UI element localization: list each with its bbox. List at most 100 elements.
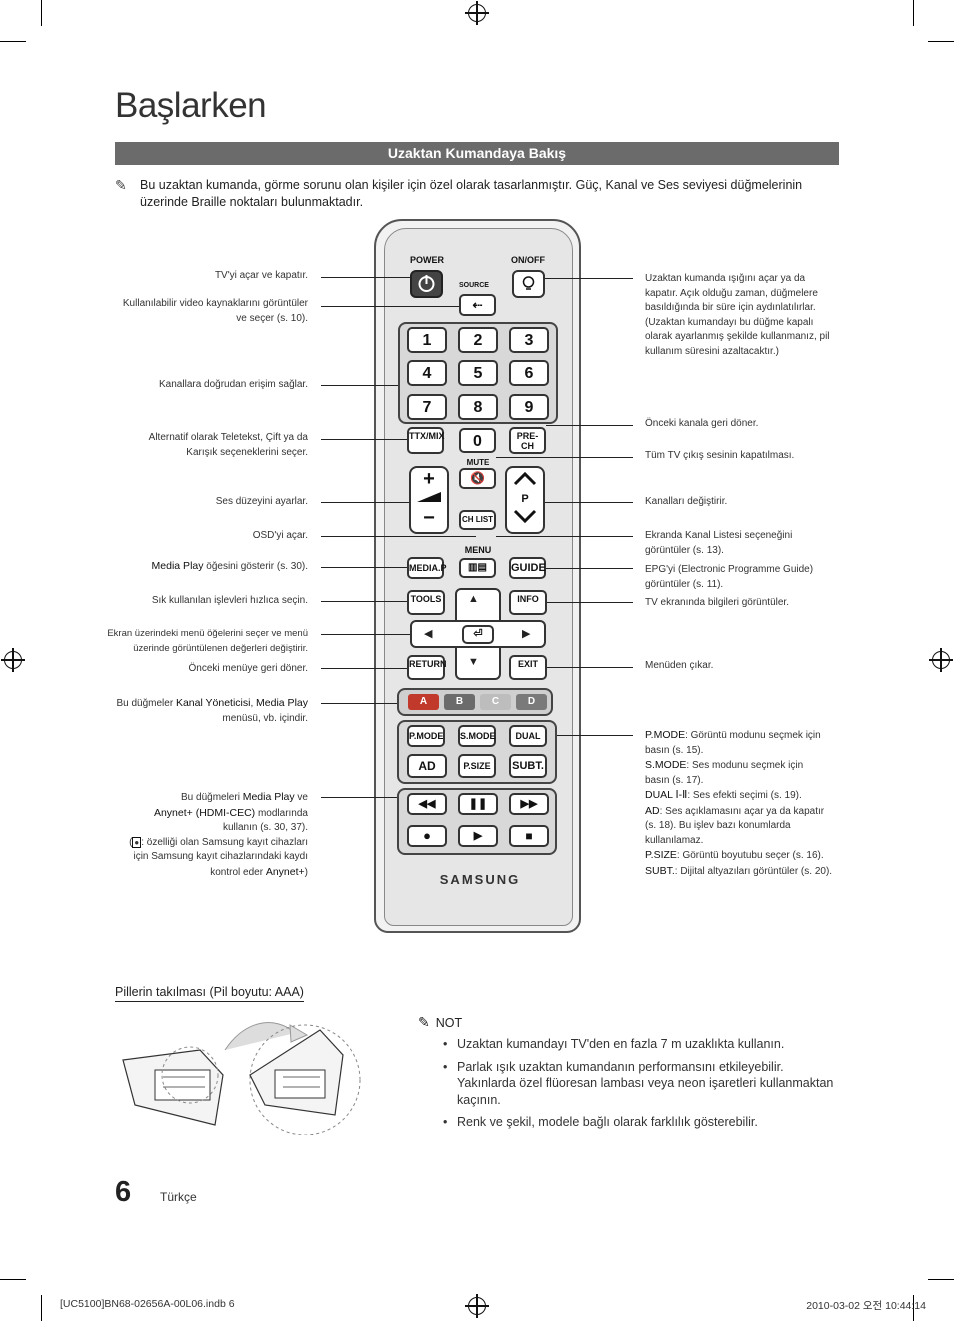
leader-line xyxy=(496,536,633,537)
channel-p-label: P xyxy=(521,493,529,505)
registration-mark-icon xyxy=(929,648,953,672)
stop-button[interactable]: ■ xyxy=(509,825,549,847)
intro-note: ✎ Bu uzaktan kumanda, görme sorunu olan … xyxy=(115,177,835,209)
callout-text: ) xyxy=(304,866,308,878)
registration-mark-icon xyxy=(465,1294,489,1318)
color-button-a[interactable]: A xyxy=(408,694,439,710)
callout-text: Alternatif olarak Teletekst, Çift ya da xyxy=(148,432,308,443)
callout-bold: Kanal Yöneticisi xyxy=(175,697,251,709)
p-mode-button[interactable]: P.MODE xyxy=(407,725,445,747)
enter-button[interactable]: ⏎ xyxy=(462,625,494,644)
footer-date: 2010-03-02 오전 10:44:14 xyxy=(806,1300,926,1312)
callout-menu: OSD'yi açar. xyxy=(252,530,308,541)
callout-text: Kullanılabilir video kaynaklarını görünt… xyxy=(122,298,308,309)
color-button-d[interactable]: D xyxy=(516,694,547,710)
leader-line xyxy=(321,567,407,568)
digit-8-button[interactable]: 8 xyxy=(458,394,498,420)
callout-text: için Samsung kayıt cihazlarındaki kaydı xyxy=(133,851,308,862)
fast-forward-button[interactable]: ▶▶ xyxy=(509,793,549,815)
leader-line xyxy=(321,703,397,704)
record-icon: ● xyxy=(423,828,431,843)
record-button[interactable]: ● xyxy=(407,825,447,847)
digit-5-button[interactable]: 5 xyxy=(458,360,498,386)
callout-text: : Ses efekti seçimi (s. 19). xyxy=(687,790,802,801)
callout-text: : Görüntü modunu seçmek için xyxy=(685,730,821,741)
ch-list-button[interactable]: CH LIST xyxy=(459,510,496,530)
color-button-b[interactable]: B xyxy=(444,694,475,710)
digit-6-button[interactable]: 6 xyxy=(509,360,549,386)
digit-7-button[interactable]: 7 xyxy=(407,394,447,420)
callout-text: ve xyxy=(294,792,308,803)
leader-line xyxy=(321,439,407,440)
rewind-button[interactable]: ◀◀ xyxy=(407,793,447,815)
digit-0-button[interactable]: 0 xyxy=(459,428,496,453)
callout-bold: AD xyxy=(645,804,660,817)
callout-text: Bu düğmeleri xyxy=(181,792,243,803)
digit-3-button[interactable]: 3 xyxy=(509,327,549,353)
play-icon: ▶ xyxy=(473,830,483,842)
subt-button[interactable]: SUBT. xyxy=(509,754,547,778)
digit-1-button[interactable]: 1 xyxy=(407,327,447,353)
bulb-icon xyxy=(522,276,535,290)
exit-button[interactable]: EXIT xyxy=(509,655,547,680)
ad-button[interactable]: AD xyxy=(407,754,447,778)
digit-9-button[interactable]: 9 xyxy=(509,394,549,420)
registration-mark-icon xyxy=(465,1,489,25)
leader-line xyxy=(545,278,633,279)
return-label: RETURN xyxy=(409,659,447,669)
pre-ch-label: PRE-CH xyxy=(516,431,539,451)
callout-text: Karışık seçeneklerini seçer. xyxy=(186,446,308,458)
light-onoff-button[interactable] xyxy=(512,270,545,298)
callout-bold: Anynet+ xyxy=(265,865,305,878)
menu-button[interactable]: ▥▤ xyxy=(459,558,496,578)
guide-button[interactable]: GUIDE xyxy=(509,557,546,579)
crop-mark xyxy=(41,1295,42,1321)
arrow-down-button[interactable]: ▼ xyxy=(468,656,479,668)
callout-bold: Media Play xyxy=(256,697,308,709)
arrow-left-button[interactable]: ◀ xyxy=(424,628,433,640)
return-button[interactable]: RETURN xyxy=(407,655,447,680)
power-button[interactable] xyxy=(410,270,443,298)
callout-text: kontrol eder xyxy=(210,866,266,878)
stop-icon: ■ xyxy=(525,829,533,843)
info-button[interactable]: INFO xyxy=(509,590,547,615)
callout-ttx: Alternatif olarak Teletekst, Çift ya da … xyxy=(149,431,308,460)
source-button[interactable]: ⇠ xyxy=(459,294,496,316)
arrow-up-button[interactable]: ▲ xyxy=(468,593,479,605)
crop-mark xyxy=(913,1295,914,1321)
media-p-button[interactable]: MEDIA.P xyxy=(407,557,447,579)
plus-icon: + xyxy=(423,468,435,490)
volume-rocker[interactable]: + − xyxy=(409,466,449,534)
callout-bold: S.MODE xyxy=(645,759,687,771)
callout-text: üzerinde görüntülenen değerleri değiştir… xyxy=(133,642,308,654)
pre-ch-button[interactable]: PRE-CH xyxy=(509,427,546,454)
callout-ch-list: Ekranda Kanal Listesi seçeneğini görüntü… xyxy=(645,529,792,558)
dual-button[interactable]: DUAL xyxy=(509,725,547,747)
callout-mode-buttons: P.MODE: Görüntü modunu seçmek için basın… xyxy=(645,728,845,879)
tools-button[interactable]: TOOLS xyxy=(407,590,445,615)
crop-mark xyxy=(41,0,42,26)
callout-exit: Menüden çıkar. xyxy=(645,660,714,671)
digit-2-button[interactable]: 2 xyxy=(458,327,498,353)
note-list: Uzaktan kumandayı TV'den en fazla 7 m uz… xyxy=(443,1036,843,1137)
callout-media-p: Media Play öğesini gösterir (s. 30). xyxy=(152,559,308,575)
pause-button[interactable]: ❚❚ xyxy=(458,793,498,815)
callout-bold: SUBT. xyxy=(645,864,675,877)
mute-button[interactable]: 🔇 xyxy=(459,468,496,489)
note-header: ✎NOT xyxy=(418,1014,462,1031)
digit-4-button[interactable]: 4 xyxy=(407,360,447,386)
ttx-mix-button[interactable]: TTX/MIX xyxy=(407,427,445,454)
s-mode-button[interactable]: S.MODE xyxy=(458,725,496,747)
callout-color-buttons: Bu düğmeler Kanal Yöneticisi, Media Play… xyxy=(116,696,308,726)
callout-info: TV ekranında bilgileri görüntüler. xyxy=(645,597,789,608)
channel-rocker[interactable]: P xyxy=(505,466,545,534)
callout-text: : Dijital altyazıları görüntüler (s. 20)… xyxy=(674,865,833,877)
color-button-c[interactable]: C xyxy=(480,694,511,710)
leader-line xyxy=(321,277,410,278)
p-size-button[interactable]: P.SIZE xyxy=(458,754,496,778)
record-icon: ● xyxy=(132,836,142,848)
page-number: 6 xyxy=(115,1176,132,1208)
callout-power: TV'yi açar ve kapatır. xyxy=(214,270,308,281)
play-button[interactable]: ▶ xyxy=(458,825,498,847)
arrow-right-button[interactable]: ▶ xyxy=(522,628,531,640)
